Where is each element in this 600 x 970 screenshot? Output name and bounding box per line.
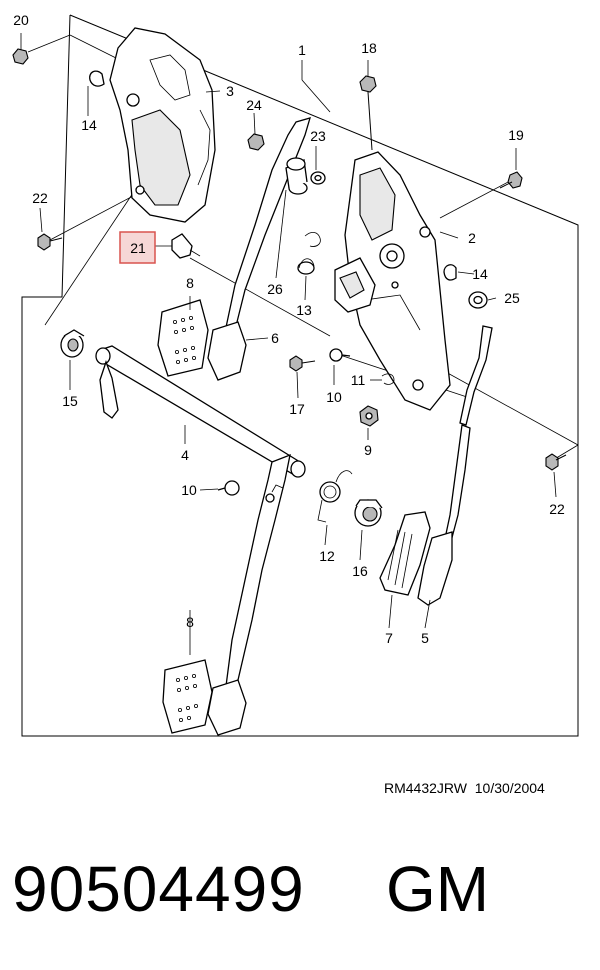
axis-line-top bbox=[69, 34, 121, 61]
callout-22-right[interactable]: 22 bbox=[549, 501, 565, 517]
callout-11[interactable]: 11 bbox=[351, 372, 366, 388]
callout-9[interactable]: 9 bbox=[364, 442, 372, 458]
clip-part-14-upper bbox=[89, 70, 105, 87]
callout-3[interactable]: 3 bbox=[226, 83, 234, 99]
callout-2[interactable]: 2 bbox=[468, 230, 476, 246]
washer-part-25 bbox=[468, 291, 488, 309]
callout-labels: 1 2 3 4 5 6 7 8 8 9 10 10 11 12 13 14 14… bbox=[13, 12, 565, 646]
clip-part-14-right bbox=[443, 264, 457, 281]
nut-part-24 bbox=[247, 133, 265, 151]
bushing-part-23 bbox=[285, 157, 326, 195]
bracket-part-3 bbox=[109, 27, 216, 223]
callout-10-upper[interactable]: 10 bbox=[326, 389, 342, 405]
pedal-pad-part-7 bbox=[379, 511, 431, 596]
nut-part-9 bbox=[359, 405, 379, 427]
pedal-shaft-part-4 bbox=[95, 345, 306, 478]
highlight-box-21 bbox=[119, 231, 156, 264]
brand-name: GM bbox=[386, 853, 490, 925]
callout-19[interactable]: 19 bbox=[508, 127, 524, 143]
callout-23[interactable]: 23 bbox=[310, 128, 326, 144]
bolt-part-22-right bbox=[545, 453, 567, 471]
nut-part-18 bbox=[359, 75, 377, 151]
callout-8-upper[interactable]: 8 bbox=[186, 275, 194, 291]
part-number: 90504499 bbox=[12, 853, 305, 925]
switch-part-21 bbox=[171, 233, 201, 259]
accelerator-rod-part-5 bbox=[442, 325, 493, 550]
rubber-pad-part-8-upper bbox=[157, 299, 209, 377]
axis-line-22-left bbox=[49, 194, 136, 241]
parts-diagram: 1 2 3 4 5 6 7 8 8 9 10 10 11 12 13 14 14… bbox=[12, 12, 579, 737]
spring-part-12 bbox=[317, 470, 353, 523]
callout-12[interactable]: 12 bbox=[319, 548, 335, 564]
callout-5[interactable]: 5 bbox=[421, 630, 429, 646]
callout-26[interactable]: 26 bbox=[267, 281, 283, 297]
reference-code: RM4432JRW 10/30/2004 bbox=[384, 780, 545, 796]
callout-7[interactable]: 7 bbox=[385, 630, 393, 646]
accelerator-pad-part-5 bbox=[417, 531, 453, 606]
leader-lines bbox=[20, 33, 557, 655]
pedal-arm-part-1 bbox=[224, 117, 311, 333]
callout-20[interactable]: 20 bbox=[13, 12, 29, 28]
callout-24[interactable]: 24 bbox=[246, 97, 262, 113]
assembly-boundary bbox=[21, 14, 579, 737]
callout-1[interactable]: 1 bbox=[298, 42, 306, 58]
callout-17[interactable]: 17 bbox=[289, 401, 305, 417]
callout-8-lower[interactable]: 8 bbox=[186, 614, 194, 630]
stopper-part-10-upper bbox=[329, 348, 351, 362]
callout-21[interactable]: 21 bbox=[130, 240, 146, 256]
rubber-pad-part-8-lower bbox=[162, 659, 213, 734]
callout-15[interactable]: 15 bbox=[62, 393, 78, 409]
axis-line-19 bbox=[439, 179, 513, 219]
stopper-part-10-lower bbox=[217, 480, 240, 496]
bushing-part-15 bbox=[60, 329, 85, 358]
bolt-part-19 bbox=[499, 171, 523, 189]
bolt-part-17 bbox=[289, 355, 316, 372]
callout-16[interactable]: 16 bbox=[352, 563, 368, 579]
callout-25[interactable]: 25 bbox=[504, 290, 520, 306]
callout-6[interactable]: 6 bbox=[271, 330, 279, 346]
callout-22-left[interactable]: 22 bbox=[32, 190, 48, 206]
axis-line-20 bbox=[27, 34, 71, 53]
axis-line-main bbox=[44, 189, 136, 326]
nut-part-20 bbox=[12, 48, 29, 65]
axis-line-21 bbox=[189, 257, 331, 337]
bolt-part-22-left bbox=[37, 233, 63, 251]
bracket-part-2 bbox=[344, 151, 451, 411]
callout-13[interactable]: 13 bbox=[296, 302, 312, 318]
callout-14-right[interactable]: 14 bbox=[472, 266, 488, 282]
pedal-pad-part-6 bbox=[207, 321, 247, 381]
spring-part-26 bbox=[297, 232, 321, 275]
holder-part-13 bbox=[334, 257, 376, 313]
bushing-part-16 bbox=[354, 499, 383, 527]
callout-18[interactable]: 18 bbox=[361, 40, 377, 56]
pedal-pad-lower bbox=[207, 679, 247, 736]
callout-10-lower[interactable]: 10 bbox=[181, 482, 197, 498]
clip-part-11 bbox=[381, 373, 395, 385]
callout-4[interactable]: 4 bbox=[181, 447, 189, 463]
callout-14-upper[interactable]: 14 bbox=[81, 117, 97, 133]
